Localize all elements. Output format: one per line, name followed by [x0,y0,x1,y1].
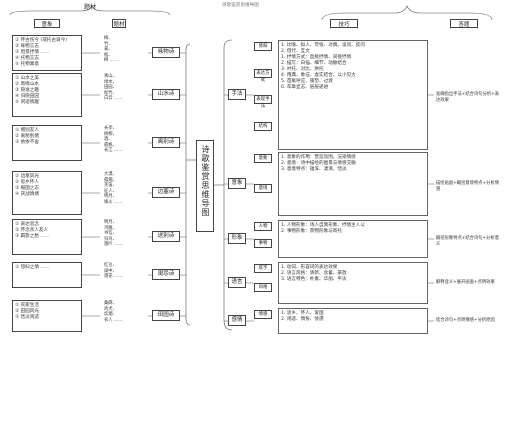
right-section-label: 手法 [228,89,246,100]
left-row-imagery: 青山、 绿水、 田园、 松竹、 白云 …… [104,74,123,102]
left-row-content: ① 山水之美 ② 寄情山水 ③ 隐逸之趣 ④ 归隐田园 ⑤ 闲适情趣 [12,73,82,117]
right-sub-label: 表现手法 [254,95,272,109]
right-section-label: 感情 [228,315,246,326]
right-section-item: 1. 比喻、拟人、夸张、对偶、设问、反问 [281,43,365,48]
left-row-imagery: 明月、 鸿雁、 书信、 归舟、 落叶 …… [104,220,123,248]
right-section-item: 3. 衬托、对比、烘托 [281,67,324,72]
right-section-answer: 解释含义+展开画面+点明效果 [436,280,495,285]
right-sub-label: 风格 [254,283,272,292]
left-row-category: 闺怨诗 [152,269,180,280]
right-sub-label: 人物 [254,222,272,231]
left-row-content: ① 赠别友人 ② 离愁别绪 ③ 依依不舍 [12,125,82,161]
right-section-item: 2. 闲适、惆怅、愤懑 [281,317,324,322]
right-section-answer: 结合诗句+点明情感+分析原因 [436,318,495,323]
right-sub-label: 事物 [254,239,272,248]
right-section-item: 2. 借代、互文 [281,49,310,54]
center-title-box: 诗歌鉴赏思维导图 [196,140,214,232]
left-row-content: ① 怀古伤今 (或托古讽今) ② 咏物言志 ③ 借景抒情 …… ④ 托物言志 ⑤… [12,35,82,71]
left-row-imagery: 红豆、 闺中、 落花 …… [104,263,123,280]
left-row-category: 田园诗 [152,310,180,321]
left-row-category: 山水诗 [152,89,180,100]
right-section-item: 1. 意象的作用：营造氛围、渲染情感 [281,155,356,160]
right-section-item: 1. 思乡、怀人、爱国 [281,311,324,316]
right-sub-label: 意象 [254,154,272,163]
right-section-item: 6. 卒章显志、层层递进 [281,85,329,90]
right-section-label: 语言 [228,277,246,288]
left-row-imagery: 大漠、 孤烟、 羌笛、 征人、 明月、 烽火 …… [104,172,123,205]
right-section-label: 意象 [228,178,246,189]
center-title: 诗歌鉴赏思维导图 [201,145,210,217]
left-row-imagery: 长亭、 杨柳、 酒、 孤帆、 长江 …… [104,126,123,154]
right-header-label-answer: 答题 [450,19,478,28]
right-section-item: 1. 动词、形容词的表达效果 [281,265,338,270]
right-section-item: 2. 语言风格：清新、含蓄、豪放 [281,271,347,276]
right-section-item: 2. 描写：白描、细节、动静结合 [281,61,347,66]
left-row-imagery: 桑麻、 鸡犬、 炊烟、 农人 …… [104,301,123,323]
right-section-item: 3. 意境特点：雄浑、凄清、恬淡 [281,167,347,172]
right-section-answer: 描绘画面+概括意境特点+分析情感 [436,181,500,192]
right-section-item: 5. 首尾呼应、铺垫、过渡 [281,79,333,84]
right-header-label-technique: 技巧 [330,19,358,28]
right-section-item: 1. 人物形象：诗人自我形象、抒情主人公 [281,223,365,228]
right-sub-label: 结构 [254,121,272,131]
left-row-category: 边塞诗 [152,187,180,198]
left-col-label-category: 题材 [112,19,126,28]
right-sub-label: 意境 [254,184,272,193]
left-row-content: ① 农家生活 ② 田园风光 ③ 恬淡闲适 [12,300,82,332]
right-section-label: 形象 [228,233,246,244]
left-row-category: 送别诗 [152,231,180,242]
right-section-item: 2. 事物形象：景物形象与寄托 [281,229,342,234]
left-row-category: 离别诗 [152,137,180,148]
right-sub-label: 表达方式 [254,68,272,83]
right-section-item: 3. 语言特色：朴素、华丽、平淡 [281,277,347,282]
right-sub-label: 炼字 [254,264,272,273]
left-col-label-imagery: 意象 [34,19,60,28]
left-row-imagery: 梅、 竹、 菊、 松、 柳 …… [104,36,119,64]
left-header-title: 题材 [84,4,97,11]
right-sub-label: 修辞 [254,42,272,51]
right-sub-label: 情感 [254,310,272,319]
right-section-item: 4. 用典、象征、虚实结合、以小见大 [281,73,356,78]
right-section-item: 1. 抒情方式：直接抒情、间接抒情 [281,55,352,60]
left-row-content: ① 表达思念 ② 怀念亲人友人 ③ 羁旅之愁 …… [12,219,82,255]
page-title: 诗歌鉴赏思维导图 [222,3,259,8]
right-section-item: 2. 意境：诗中描绘的图景与情感交融 [281,161,356,166]
right-section-answer: 概括形象特点+结合诗句+分析意义 [436,236,500,247]
left-row-content: ① 怨妇之情 …… [12,262,82,288]
left-row-category: 咏物诗 [152,47,180,58]
right-section-answer: 准确指出手法+结合诗句分析+表达效果 [436,92,500,103]
left-row-content: ① 边塞风光 ② 思乡怀人 ③ 报国之志 ④ 厌战情绪 [12,171,82,215]
